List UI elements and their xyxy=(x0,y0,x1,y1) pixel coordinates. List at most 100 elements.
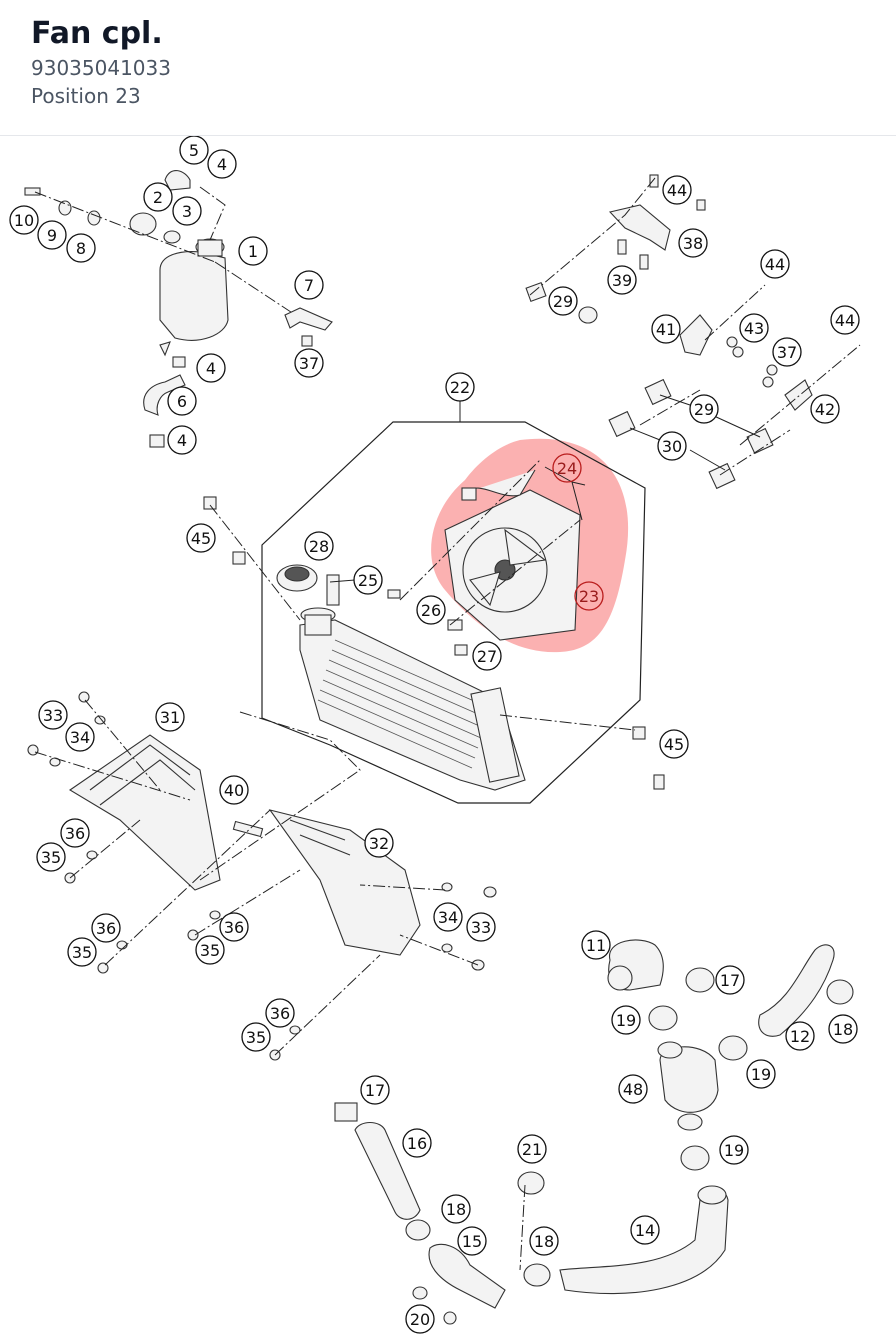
callout[interactable]: 2 xyxy=(143,182,173,212)
callout[interactable]: 28 xyxy=(304,531,334,561)
callout[interactable]: 22 xyxy=(445,372,475,402)
callout[interactable]: 35 xyxy=(195,935,225,965)
callout[interactable]: 29 xyxy=(548,286,578,316)
svg-text:29: 29 xyxy=(553,292,573,311)
callout[interactable]: 19 xyxy=(719,1135,749,1165)
callout[interactable]: 19 xyxy=(746,1059,776,1089)
svg-text:7: 7 xyxy=(304,276,314,295)
svg-text:18: 18 xyxy=(833,1020,853,1039)
callout[interactable]: 45 xyxy=(659,729,689,759)
svg-text:44: 44 xyxy=(667,181,687,200)
callout[interactable]: 39 xyxy=(607,265,637,295)
axis-line xyxy=(199,186,226,241)
callout[interactable]: 18 xyxy=(529,1226,559,1256)
page-title: Fan cpl. xyxy=(31,16,163,51)
svg-text:35: 35 xyxy=(200,941,220,960)
callout[interactable]: 48 xyxy=(618,1074,648,1104)
callout[interactable]: 35 xyxy=(67,937,97,967)
callout[interactable]: 1 xyxy=(238,236,268,266)
axis-line xyxy=(199,711,361,881)
callout[interactable]: 11 xyxy=(581,930,611,960)
svg-text:21: 21 xyxy=(522,1140,542,1159)
callout[interactable]: 4 xyxy=(196,353,226,383)
svg-text:45: 45 xyxy=(191,529,211,548)
callout[interactable]: 18 xyxy=(441,1194,471,1224)
callout[interactable]: 35 xyxy=(36,842,66,872)
svg-text:3: 3 xyxy=(182,202,192,221)
callout[interactable]: 5 xyxy=(179,136,209,165)
svg-text:28: 28 xyxy=(309,537,329,556)
callout[interactable]: 7 xyxy=(294,270,324,300)
callout[interactable]: 18 xyxy=(828,1014,858,1044)
callout[interactable]: 36 xyxy=(60,818,90,848)
callout[interactable]: 44 xyxy=(662,175,692,205)
callout[interactable]: 33 xyxy=(38,700,68,730)
callout[interactable]: 14 xyxy=(630,1215,660,1245)
callout[interactable]: 41 xyxy=(651,314,681,344)
svg-text:6: 6 xyxy=(177,392,187,411)
callout[interactable]: 42 xyxy=(810,394,840,424)
axis-line xyxy=(519,1184,526,1271)
axis-line xyxy=(529,177,656,296)
svg-text:31: 31 xyxy=(160,708,180,727)
callout[interactable]: 20 xyxy=(405,1304,435,1334)
svg-text:18: 18 xyxy=(446,1200,466,1219)
radiator-group-outline xyxy=(261,421,646,804)
callout[interactable]: 4 xyxy=(167,425,197,455)
svg-text:22: 22 xyxy=(450,378,470,397)
callout[interactable]: 44 xyxy=(760,249,790,279)
callout[interactable]: 4 xyxy=(207,149,237,179)
callout[interactable]: 17 xyxy=(715,965,745,995)
callout[interactable]: 40 xyxy=(219,775,249,805)
callout[interactable]: 35 xyxy=(241,1022,271,1052)
callout[interactable]: 16 xyxy=(402,1128,432,1158)
callout[interactable]: 30 xyxy=(657,431,687,461)
callout[interactable]: 25 xyxy=(353,565,383,595)
svg-text:36: 36 xyxy=(224,918,244,937)
callout[interactable]: 34 xyxy=(433,902,463,932)
callout[interactable]: 26 xyxy=(416,595,446,625)
callout[interactable]: 31 xyxy=(155,702,185,732)
shroud-32 xyxy=(268,809,421,956)
callout[interactable]: 15 xyxy=(457,1226,487,1256)
callout[interactable]: 17 xyxy=(360,1075,390,1105)
bracket-41 xyxy=(679,314,744,358)
callout[interactable]: 43 xyxy=(739,313,769,343)
callout[interactable]: 36 xyxy=(219,912,249,942)
axis-line xyxy=(449,519,581,626)
callout[interactable]: 29 xyxy=(689,394,719,424)
callout[interactable]: 8 xyxy=(66,233,96,263)
svg-text:9: 9 xyxy=(47,226,57,245)
callout[interactable]: 10 xyxy=(9,205,39,235)
svg-text:10: 10 xyxy=(14,211,34,230)
callout[interactable]: 44 xyxy=(830,305,860,335)
callout[interactable]: 21 xyxy=(517,1134,547,1164)
svg-text:41: 41 xyxy=(656,320,676,339)
hose-16 xyxy=(334,1102,421,1220)
callout[interactable]: 12 xyxy=(785,1021,815,1051)
svg-text:4: 4 xyxy=(217,155,227,174)
callout[interactable]: 32 xyxy=(364,828,394,858)
svg-text:27: 27 xyxy=(477,647,497,666)
callout[interactable]: 6 xyxy=(167,386,197,416)
svg-text:36: 36 xyxy=(270,1004,290,1023)
callout[interactable]: 3 xyxy=(172,196,202,226)
callout-highlighted[interactable]: 23 xyxy=(574,581,604,611)
callout-highlighted[interactable]: 24 xyxy=(552,453,582,483)
callout[interactable]: 45 xyxy=(186,523,216,553)
callout[interactable]: 37 xyxy=(772,337,802,367)
callout[interactable]: 27 xyxy=(472,641,502,671)
svg-text:12: 12 xyxy=(790,1027,810,1046)
svg-text:38: 38 xyxy=(683,234,703,253)
svg-text:11: 11 xyxy=(586,936,606,955)
rubber-mounts-29 xyxy=(525,174,706,324)
callout[interactable]: 37 xyxy=(294,348,324,378)
callout[interactable]: 33 xyxy=(466,912,496,942)
axis-line xyxy=(399,459,541,601)
callout[interactable]: 34 xyxy=(65,722,95,752)
callout[interactable]: 38 xyxy=(678,228,708,258)
callout[interactable]: 36 xyxy=(265,998,295,1028)
callout[interactable]: 9 xyxy=(37,220,67,250)
callout[interactable]: 19 xyxy=(611,1005,641,1035)
callout[interactable]: 36 xyxy=(91,913,121,943)
